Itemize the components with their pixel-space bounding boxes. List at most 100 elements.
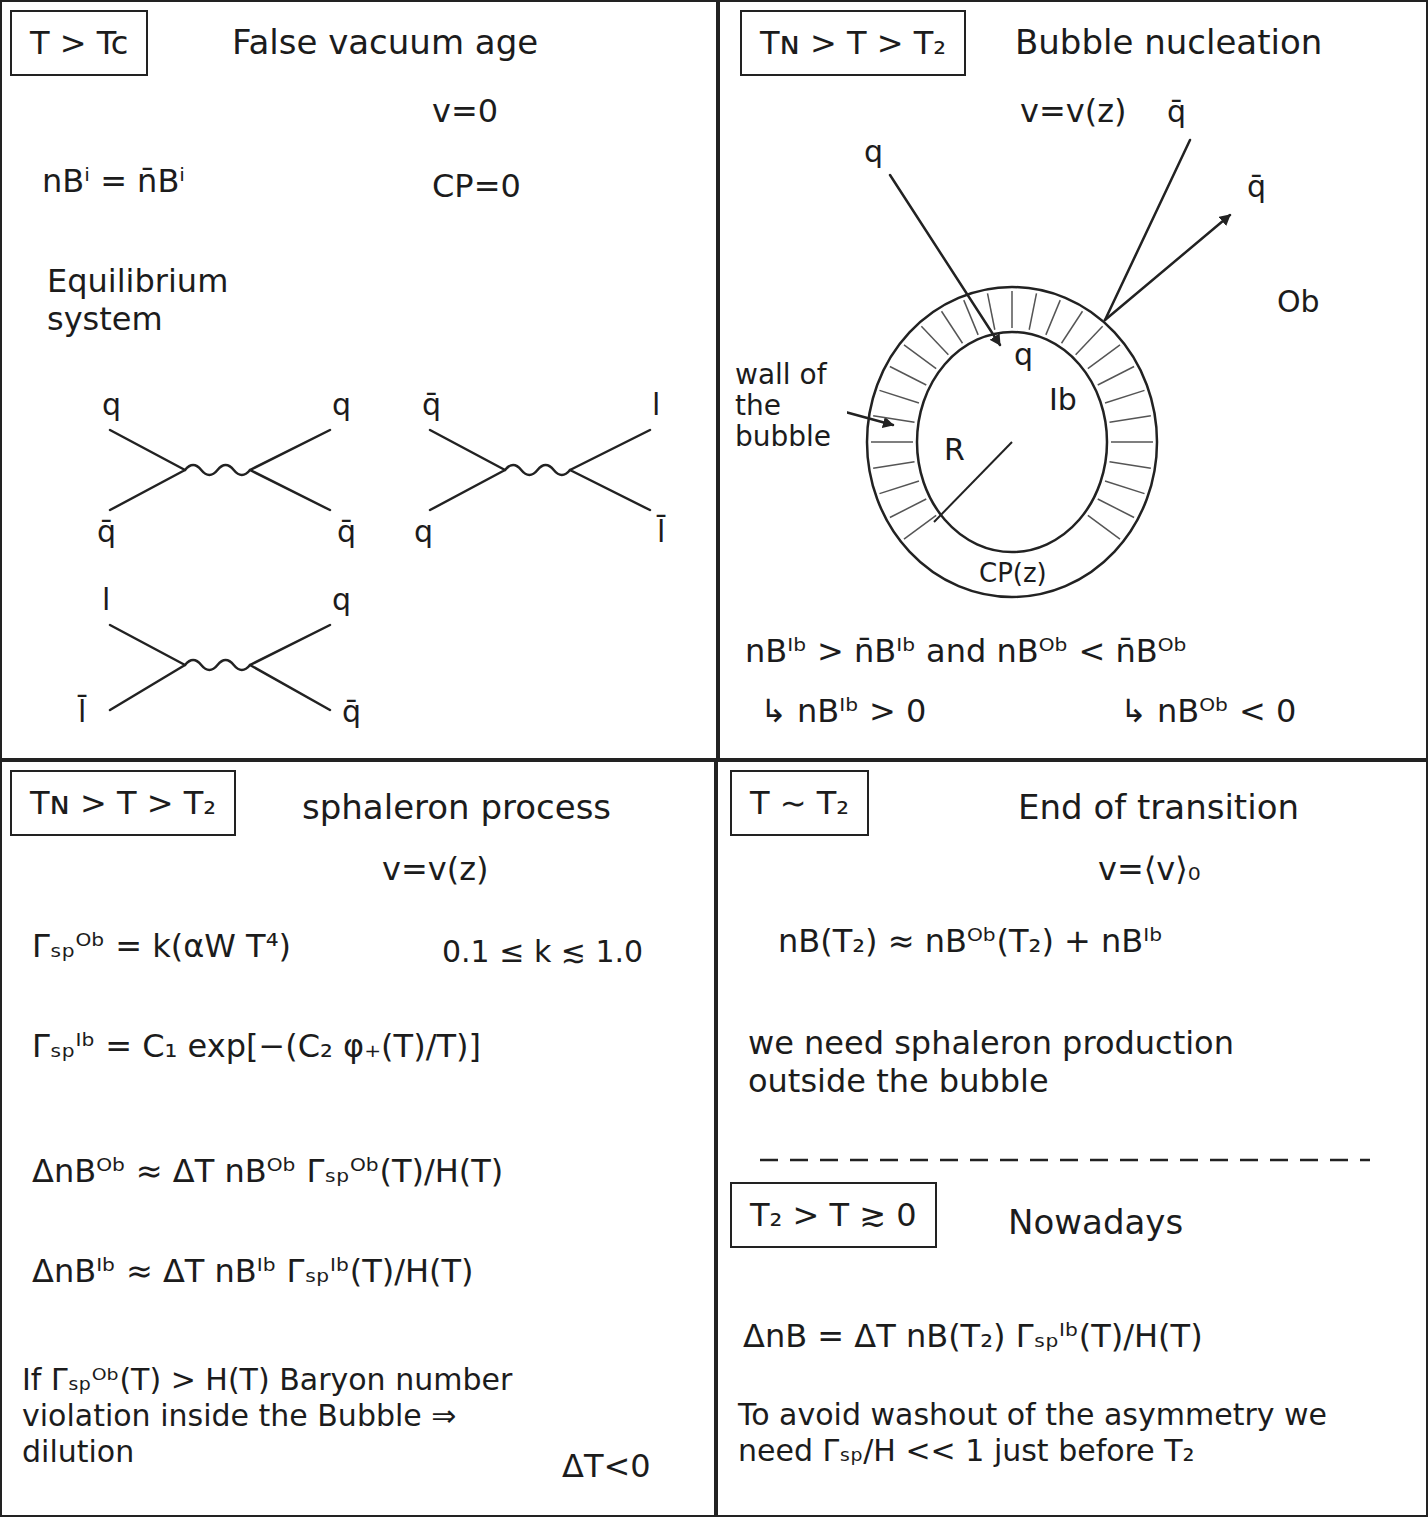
wall-hatch [1062, 311, 1083, 343]
particle-label: l [100, 583, 112, 616]
particle-tracks [838, 140, 1230, 425]
fermion-lines [110, 430, 330, 510]
wall-hatch [942, 311, 963, 343]
wall-hatch [1011, 291, 1013, 328]
note-text: nB(T₂) ≈ nBᴼᵇ(T₂) + nBᴵᵇ [778, 922, 1163, 960]
wall-hatch [1098, 499, 1134, 518]
particle-label: Ob [1275, 285, 1322, 318]
wall-hatch [880, 390, 919, 403]
dashed-separator [760, 1159, 1370, 1162]
particle-label: q [330, 388, 353, 421]
wall-hatch [904, 515, 936, 539]
note-text: we need sphaleron production outside the… [748, 1024, 1348, 1101]
note-text: ΔT<0 [562, 1447, 651, 1485]
boson-propagator [185, 465, 250, 475]
temperature-box: T₂ > T ≳ 0 [730, 1182, 937, 1248]
wall-hatch [873, 416, 914, 422]
note-text: v=v(z) [382, 850, 488, 888]
note-text: Γₛₚᴼᵇ = k(αW T⁴) [32, 927, 291, 965]
particle-label: q̄ [95, 515, 118, 548]
feynman-diagrams [110, 430, 650, 710]
wall-hatch [890, 367, 926, 386]
particle-label: l̄ [76, 695, 88, 728]
bubble: IbR CP(z) [862, 282, 1162, 602]
wall-hatch [988, 293, 995, 329]
wall-hatch [1105, 390, 1144, 403]
particle-label: q [100, 388, 123, 421]
particle-label: q̄ [335, 515, 358, 548]
panel: False vacuum age v=0 nBⁱ = n̄Bⁱ CP=0Equilib… [0, 0, 718, 760]
wall-hatch [1109, 462, 1150, 468]
callout-text: wall of the bubble [733, 360, 847, 452]
fermion-lines [110, 625, 330, 710]
note-text: ΔnBᴼᵇ ≈ ΔT nBᴼᵇ Γₛₚᴼᵇ(T)/H(T) [32, 1152, 503, 1190]
note-text: ↳ nBᴼᵇ < 0 [1120, 692, 1296, 730]
note-text: ↳ nBᴵᵇ > 0 [760, 692, 926, 730]
note-text: CP=0 [432, 167, 521, 205]
note-text: Nowadays [1008, 1202, 1183, 1243]
temperature-label: Tɴ > T > T₂ [30, 784, 216, 822]
bubble-wall-outer [867, 287, 1157, 597]
note-text: v=0 [432, 92, 498, 130]
wall-hatch [871, 441, 913, 443]
panel: End of transition v=⟨v⟩₀ nB(T₂) ≈ nBᴼᵇ(T₂)… [716, 760, 1428, 1517]
wall-hatch [1098, 367, 1134, 386]
particle-label: l [650, 388, 662, 421]
wall-hatch [1111, 441, 1153, 443]
note-text: v=⟨v⟩₀ [1098, 850, 1200, 888]
note-text: ΔnBᴵᵇ ≈ ΔT nBᴵᵇ Γₛₚᴵᵇ(T)/H(T) [32, 1252, 474, 1290]
wall-hatch [1046, 300, 1060, 335]
note-text: Ib [1047, 382, 1079, 418]
particle-label: q̄ [1165, 95, 1188, 128]
wall-hatch [964, 300, 978, 335]
particle-label: q̄ [340, 695, 363, 728]
temperature-label: T ∼ T₂ [750, 784, 849, 822]
note-text: nBᴵᵇ > n̄Bᴵᵇ and nBᴼᵇ < n̄Bᴼᵇ [745, 632, 1187, 670]
panel-heading: Bubble nucleation [1015, 22, 1322, 63]
note-text: If Γₛₚᴼᵇ(T) > H(T) Baryon number violati… [22, 1362, 542, 1470]
antiquark-track [1105, 140, 1190, 320]
wall-hatch [1088, 345, 1120, 369]
antiquark-reflected [1105, 215, 1230, 320]
panel-heading: False vacuum age [232, 22, 538, 63]
panel: sphaleron process v=v(z) Γₛₚᴼᵇ = k(αW T⁴) 0… [0, 760, 716, 1517]
wall-hatch [890, 499, 926, 518]
temperature-label: T > Tc [30, 24, 128, 62]
wall-hatch [1105, 481, 1144, 494]
note-text: 0.1 ≤ k ≲ 1.0 [442, 934, 643, 970]
note-text: Γₛₚᴵᵇ = C₁ exp[−(C₂ φ₊(T)/T)] [32, 1027, 481, 1065]
note-text: CP(z) [977, 558, 1049, 589]
wall-hatch [873, 462, 914, 468]
bubble-wall-inner [917, 332, 1107, 552]
bubble-outline [862, 282, 1162, 602]
wall-hatch [1088, 515, 1120, 539]
note-text: v=v(z) [1020, 92, 1126, 130]
fermion-lines [430, 430, 650, 510]
panel-heading: End of transition [1018, 787, 1299, 828]
wall-hatch [921, 326, 948, 354]
temperature-box: T ∼ T₂ [730, 770, 869, 836]
boson-propagator [185, 660, 250, 670]
particle-label: q [1012, 338, 1035, 371]
wall-hatch [1109, 416, 1150, 422]
particle-label: q̄ [1245, 170, 1268, 203]
particle-label: q̄ [420, 388, 443, 421]
note-text: nBⁱ = n̄Bⁱ [42, 162, 185, 200]
wall-hatch [1076, 326, 1103, 354]
note-text: R [942, 432, 967, 468]
particle-label: q [330, 583, 353, 616]
temperature-box: T > Tc [10, 10, 148, 76]
wall-hatch [904, 345, 936, 369]
wall-hatch [880, 481, 919, 494]
wall-hatch [1029, 293, 1036, 329]
particle-label: l̄ [655, 515, 667, 548]
note-text: Equilibrium system [47, 262, 297, 339]
quark-track [890, 175, 1000, 345]
particle-label: q [412, 515, 435, 548]
panel-heading: sphaleron process [302, 787, 611, 828]
temperature-label: T₂ > T ≳ 0 [750, 1196, 917, 1234]
temperature-label: Tɴ > T > T₂ [760, 24, 946, 62]
note-text: ΔnB = ΔT nB(T₂) Γₛₚᴵᵇ(T)/H(T) [743, 1317, 1203, 1355]
temperature-box: Tɴ > T > T₂ [10, 770, 236, 836]
boson-propagator [505, 465, 570, 475]
